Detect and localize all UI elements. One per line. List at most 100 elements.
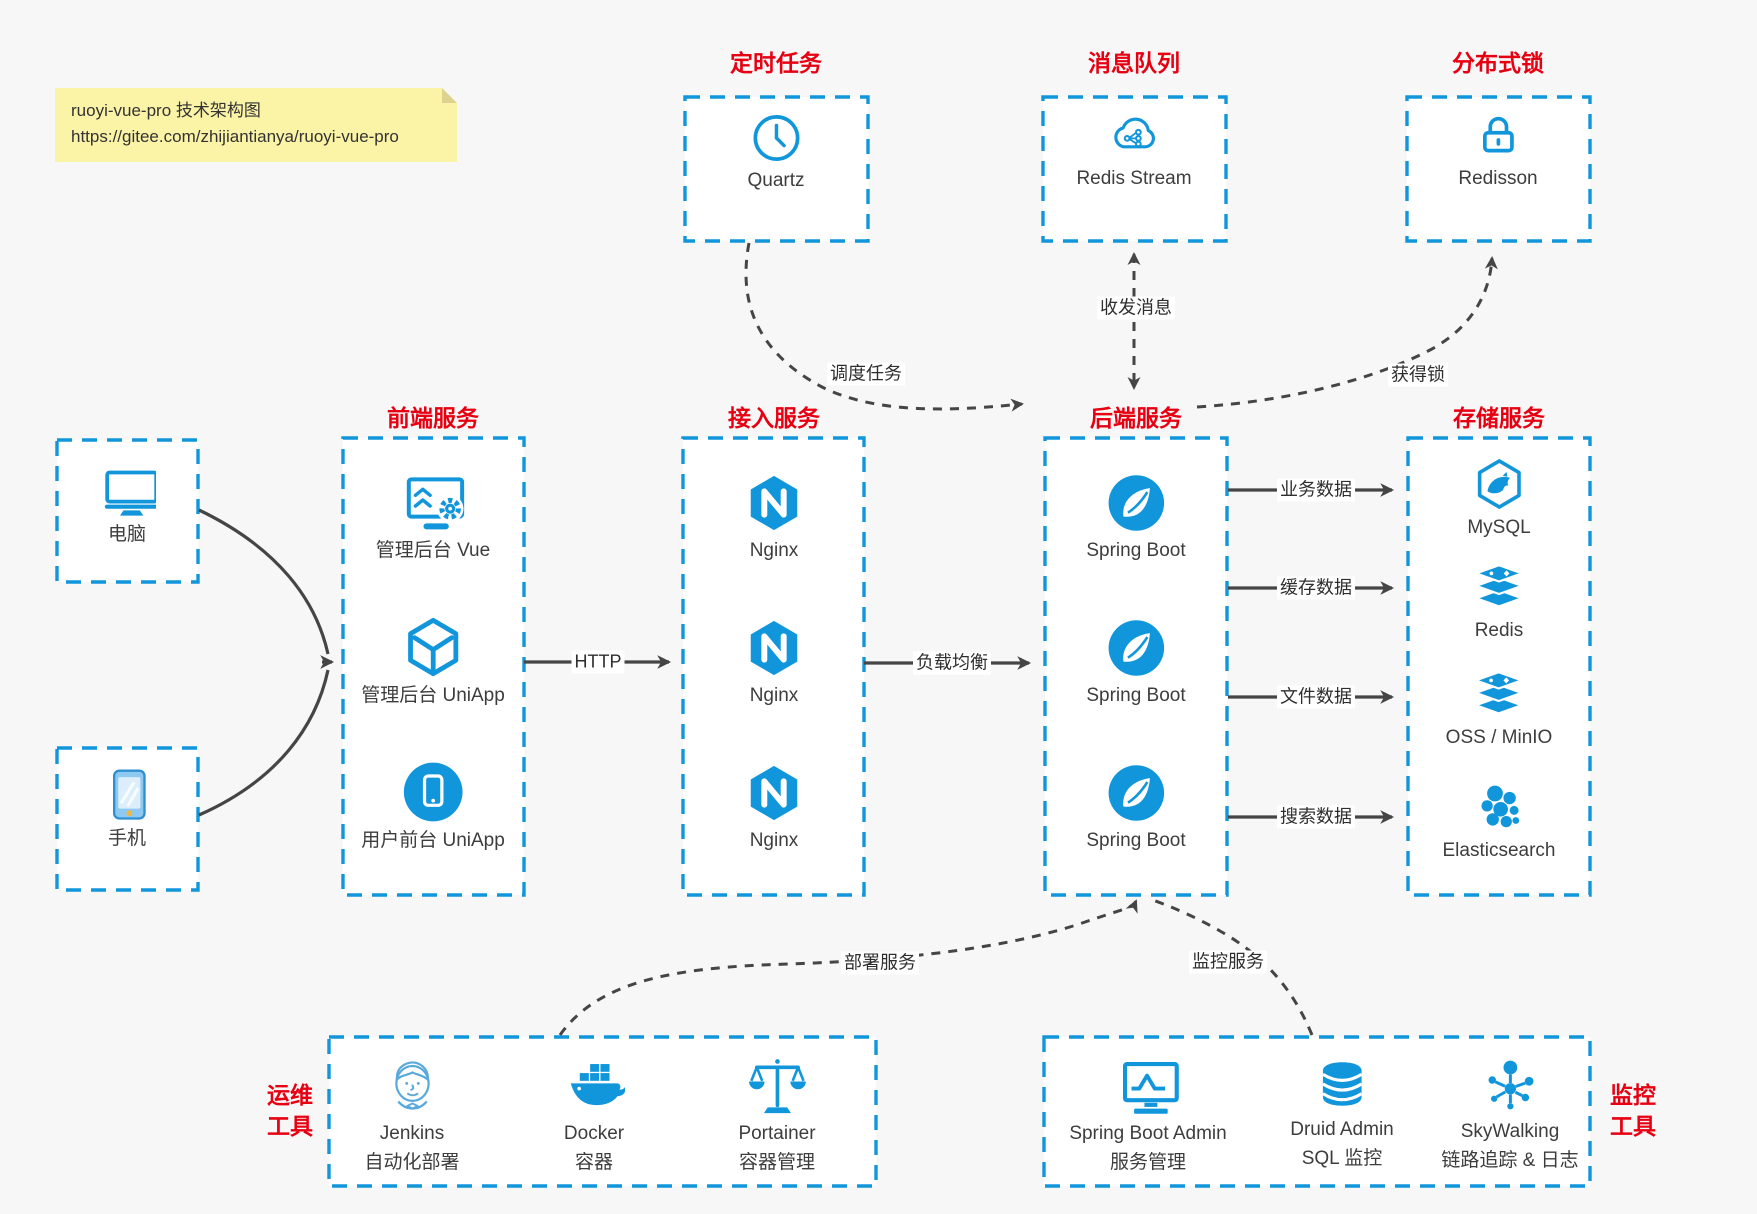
edge-schedule-task bbox=[744, 242, 1024, 412]
node-spring-boot-2: Spring Boot bbox=[1086, 617, 1186, 708]
node-spring-boot-1: Spring Boot bbox=[1086, 472, 1186, 563]
title-scheduled: 定时任务 bbox=[730, 50, 822, 76]
node-label: Spring Boot bbox=[1086, 830, 1186, 851]
edge-label-http: HTTP bbox=[571, 650, 625, 674]
cloud-stream-icon bbox=[1105, 108, 1163, 162]
node-label: Redisson bbox=[1458, 168, 1538, 189]
node-label: Nginx bbox=[749, 830, 799, 851]
node-skywalking: SkyWalking 链路追踪 & 日志 bbox=[1441, 1055, 1579, 1173]
node-spring-boot-3: Spring Boot bbox=[1086, 762, 1186, 853]
node-jenkins: Jenkins 自动化部署 bbox=[364, 1055, 460, 1175]
node-label: Quartz bbox=[747, 170, 805, 191]
docker-icon bbox=[563, 1055, 625, 1117]
node-label: 管理后台 UniApp bbox=[361, 685, 505, 706]
node-sublabel: 服务管理 bbox=[1109, 1152, 1186, 1173]
node-elasticsearch: Elasticsearch bbox=[1443, 780, 1556, 863]
node-label: Jenkins bbox=[379, 1123, 445, 1144]
spring-boot-admin-icon bbox=[1117, 1055, 1179, 1117]
node-label: Redis bbox=[1474, 620, 1524, 641]
node-user-uniapp: 用户前台 UniApp bbox=[361, 760, 505, 853]
node-sublabel: 容器 bbox=[574, 1152, 613, 1173]
edge-acquire-lock bbox=[1196, 256, 1498, 409]
sticky-note: ruoyi-vue-pro 技术架构图 https://gitee.com/zh… bbox=[55, 88, 457, 162]
node-label: Nginx bbox=[749, 540, 799, 561]
node-sublabel: 链路追踪 & 日志 bbox=[1441, 1150, 1579, 1171]
nginx-icon bbox=[743, 472, 805, 534]
node-sublabel: 自动化部署 bbox=[364, 1152, 460, 1173]
node-spring-boot-admin: Spring Boot Admin 服务管理 bbox=[1069, 1055, 1227, 1175]
panel-redisson bbox=[1405, 95, 1592, 243]
edge-label-file-data: 文件数据 bbox=[1277, 685, 1355, 709]
note-url: https://gitee.com/zhijiantianya/ruoyi-vu… bbox=[71, 127, 399, 146]
note-title: ruoyi-vue-pro 技术架构图 bbox=[71, 101, 261, 120]
uniapp-cube-icon bbox=[401, 615, 465, 679]
lock-icon bbox=[1472, 110, 1524, 162]
clock-icon bbox=[750, 112, 802, 164]
edge-label-load-balance: 负载均衡 bbox=[913, 651, 991, 675]
node-docker: Docker 容器 bbox=[563, 1055, 625, 1175]
node-redisson: Redisson bbox=[1458, 110, 1538, 191]
edge-label-cache-data: 缓存数据 bbox=[1277, 576, 1355, 600]
node-phone: 手机 bbox=[99, 766, 155, 851]
node-quartz: Quartz bbox=[747, 112, 805, 193]
title-storage: 存储服务 bbox=[1453, 405, 1545, 431]
edge-label-acquire-lock: 获得锁 bbox=[1388, 363, 1448, 387]
node-label: MySQL bbox=[1467, 517, 1531, 538]
node-redis-stream: Redis Stream bbox=[1076, 108, 1192, 191]
desktop-icon bbox=[98, 462, 156, 518]
edge-label-business-data: 业务数据 bbox=[1277, 478, 1355, 502]
node-label: 手机 bbox=[107, 828, 146, 849]
node-oss-minio: OSS / MinIO bbox=[1445, 669, 1553, 750]
node-label: Elasticsearch bbox=[1442, 840, 1556, 861]
portainer-icon bbox=[746, 1055, 808, 1117]
node-druid-admin: Druid Admin SQL 监控 bbox=[1290, 1055, 1394, 1171]
nginx-icon bbox=[743, 762, 805, 824]
node-sublabel: SQL 监控 bbox=[1301, 1148, 1383, 1169]
edge-label-monitor-service: 监控服务 bbox=[1189, 950, 1267, 974]
node-label: Spring Boot bbox=[1086, 685, 1186, 706]
title-frontend: 前端服务 bbox=[387, 405, 479, 431]
edge-pc-to-frontend bbox=[198, 508, 330, 655]
smartphone-icon bbox=[99, 766, 155, 822]
druid-icon bbox=[1313, 1055, 1371, 1113]
admin-vue-icon bbox=[401, 470, 465, 534]
node-admin-uniapp: 管理后台 UniApp bbox=[361, 615, 505, 708]
node-label: 用户前台 UniApp bbox=[361, 830, 505, 851]
node-label: Spring Boot bbox=[1086, 540, 1186, 561]
node-label: OSS / MinIO bbox=[1445, 727, 1553, 748]
edge-label-deploy-service: 部署服务 bbox=[841, 951, 919, 975]
edge-deploy-service bbox=[558, 899, 1138, 1036]
skywalking-icon bbox=[1480, 1055, 1540, 1115]
edge-monitor-service bbox=[1149, 897, 1314, 1036]
node-label: 管理后台 Vue bbox=[375, 540, 491, 561]
node-nginx-2: Nginx bbox=[743, 617, 805, 708]
oss-icon bbox=[1472, 669, 1526, 721]
node-label: Nginx bbox=[749, 685, 799, 706]
node-label: Druid Admin bbox=[1290, 1119, 1394, 1140]
mysql-icon bbox=[1472, 457, 1526, 511]
node-sublabel: 容器管理 bbox=[738, 1152, 816, 1173]
spring-boot-icon bbox=[1105, 762, 1167, 824]
nginx-icon bbox=[743, 617, 805, 679]
title-ops: 运维 工具 bbox=[267, 1082, 313, 1139]
elasticsearch-icon bbox=[1472, 780, 1526, 834]
title-mq: 消息队列 bbox=[1088, 50, 1180, 76]
edge-phone-to-frontend bbox=[198, 669, 330, 817]
node-label: Redis Stream bbox=[1076, 168, 1192, 189]
node-portainer: Portainer 容器管理 bbox=[738, 1055, 816, 1175]
node-label: Portainer bbox=[738, 1123, 816, 1144]
edge-label-search-data: 搜索数据 bbox=[1277, 805, 1355, 829]
jenkins-icon bbox=[381, 1055, 443, 1117]
edge-label-schedule-task: 调度任务 bbox=[827, 362, 905, 386]
spring-boot-icon bbox=[1105, 472, 1167, 534]
spring-boot-icon bbox=[1105, 617, 1167, 679]
node-label: Spring Boot Admin bbox=[1069, 1123, 1227, 1144]
node-label: SkyWalking bbox=[1460, 1121, 1560, 1142]
edge-label-messaging: 收发消息 bbox=[1097, 296, 1175, 320]
panel-quartz bbox=[683, 95, 870, 243]
panel-storage bbox=[1406, 436, 1592, 897]
node-redis: Redis bbox=[1472, 562, 1526, 643]
node-label: 电脑 bbox=[107, 524, 146, 545]
user-app-icon bbox=[401, 760, 465, 824]
